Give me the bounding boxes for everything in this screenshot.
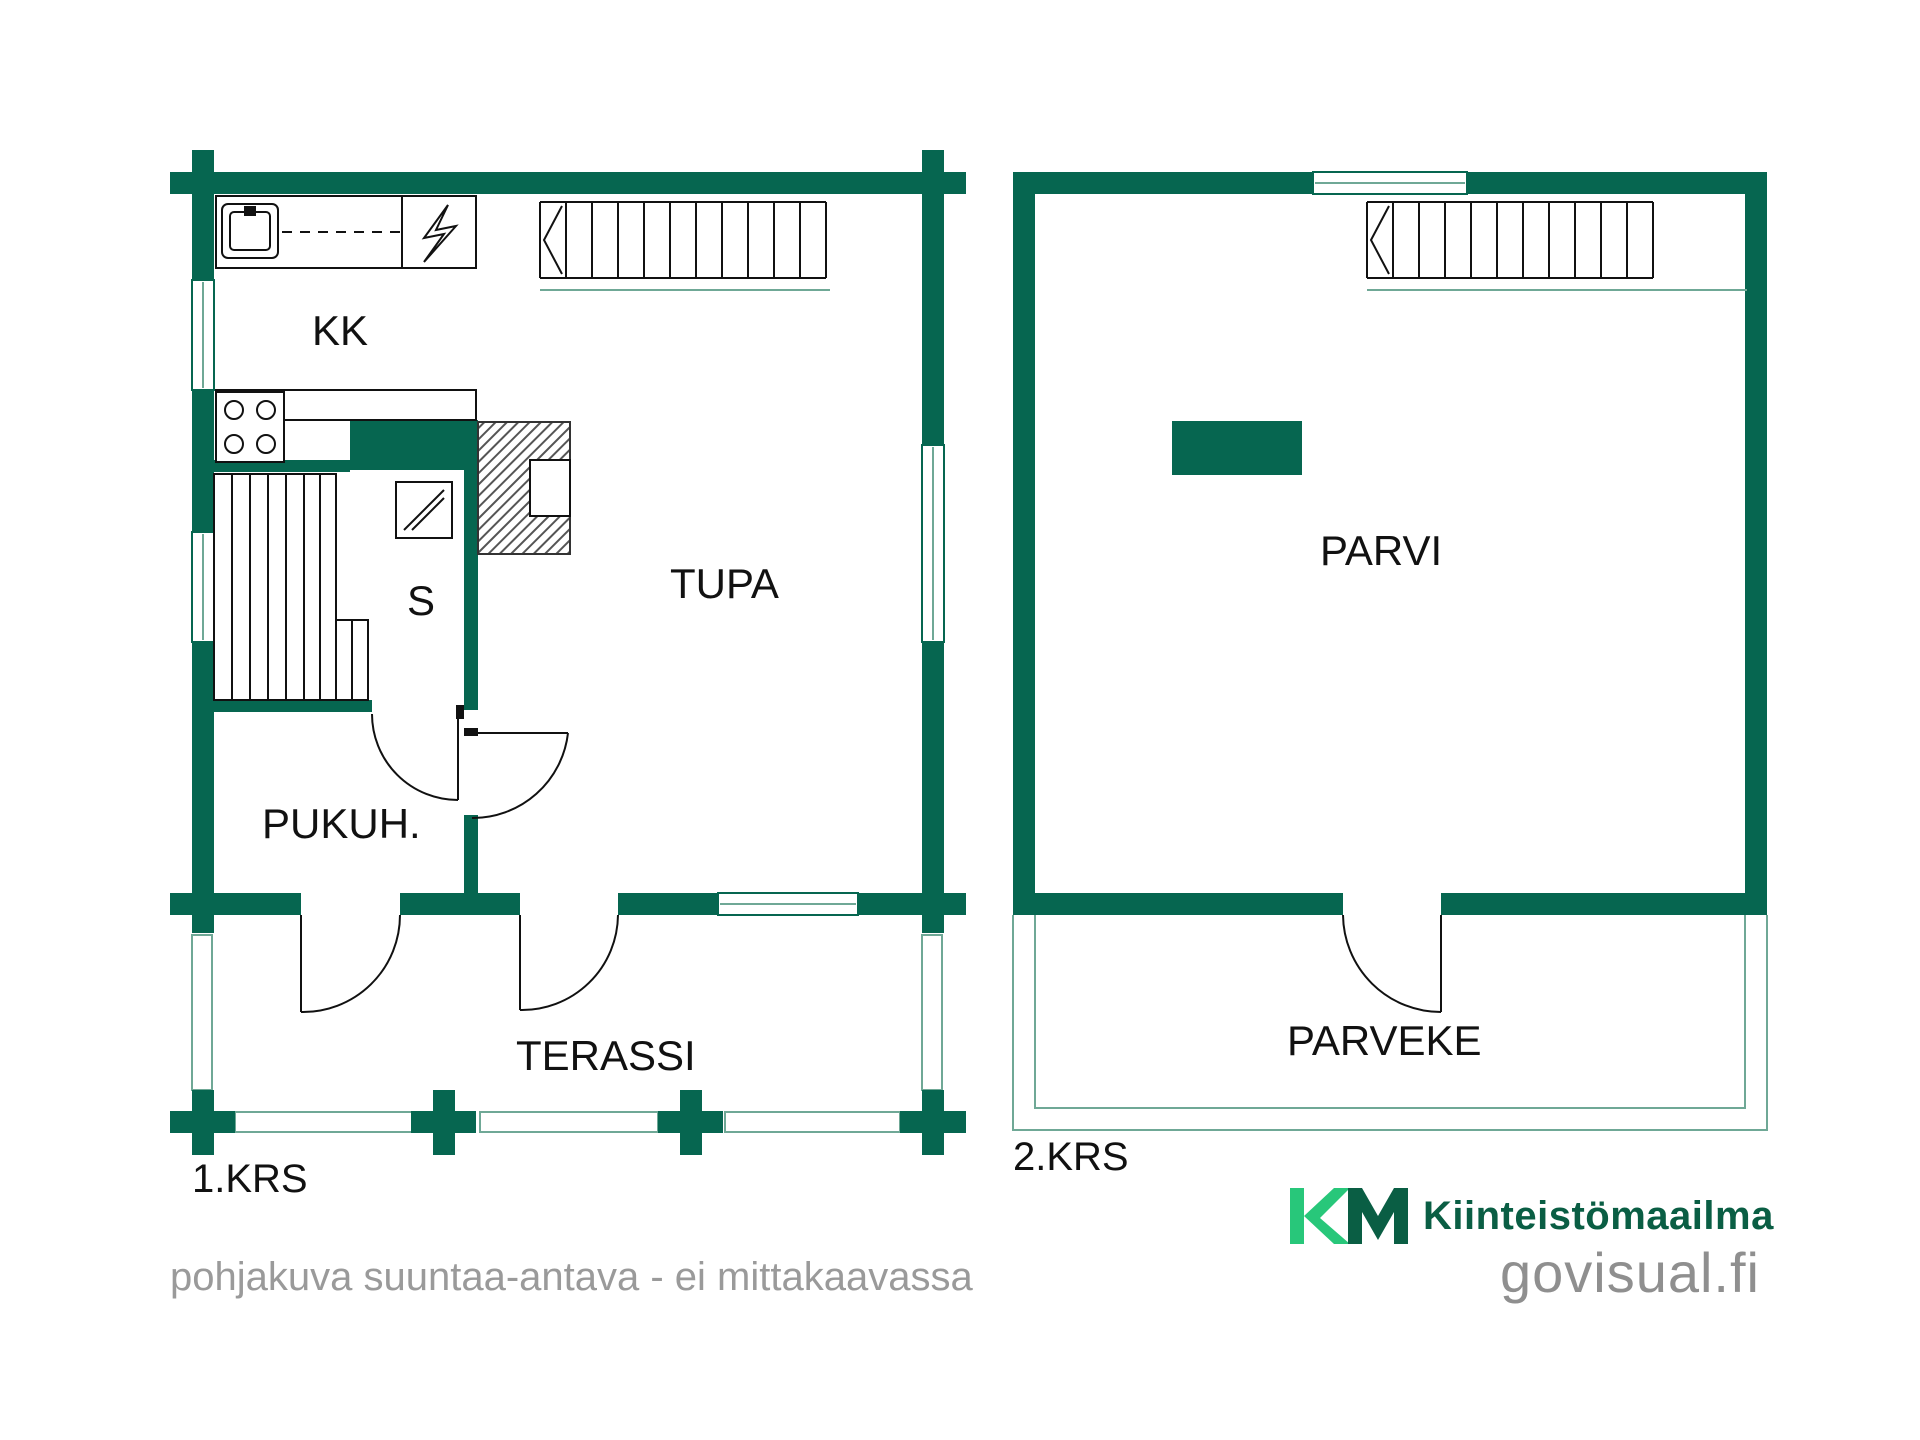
room-label-terassi: TERASSI [516, 1032, 696, 1079]
terrace-railing [191, 934, 943, 1133]
room-label-tupa: TUPA [670, 560, 779, 607]
balcony-railing [1012, 915, 1768, 1131]
corner-post [922, 893, 944, 933]
wall-top [1467, 172, 1767, 194]
disclaimer-text: pohjakuva suuntaa-antava - ei mittakaava… [170, 1255, 973, 1299]
door-sauna[interactable] [371, 705, 464, 801]
door-pukuh[interactable] [300, 914, 401, 1014]
wall-interior [464, 815, 478, 893]
corner-post [922, 150, 944, 195]
sink-icon [221, 203, 279, 259]
room-label-s: S [407, 577, 435, 624]
provider-link[interactable]: govisual.fi [1499, 1241, 1760, 1304]
corner-post [192, 893, 214, 933]
room-label-parvi: PARVI [1320, 527, 1442, 574]
door-parveke[interactable] [1342, 914, 1442, 1013]
wall-top [170, 172, 966, 194]
wall-interior [350, 420, 478, 470]
terrace-post [170, 1090, 966, 1155]
stairs-icon [1366, 201, 1747, 291]
brand-logo: Kiinteistömaailma [1290, 1182, 1774, 1250]
wall-bottom-d [858, 893, 966, 915]
door-tupa[interactable] [464, 728, 569, 820]
sauna-heater [395, 481, 453, 539]
floor-label-second: 2.KRS [1013, 1135, 1129, 1179]
wall-bottom-a [170, 893, 301, 915]
electric-panel-icon [421, 204, 459, 263]
stove-icon [215, 391, 285, 463]
stairs-icon [539, 201, 830, 291]
room-label-parveke: PARVEKE [1287, 1017, 1482, 1064]
brand-name: Kiinteistömaailma [1423, 1193, 1774, 1238]
wall-bottom-c [618, 893, 718, 915]
corner-post [192, 150, 214, 195]
wall-bottom [1441, 893, 1767, 915]
chimney [1172, 421, 1302, 475]
floor-label-first: 1.KRS [192, 1157, 308, 1201]
wall-left [1013, 194, 1035, 914]
first-floor: KK TUPA S PUKUH. TERASSI 1.KRS [170, 150, 966, 1201]
wall-interior [464, 470, 478, 710]
wall-right [1745, 194, 1767, 914]
fireplace [477, 421, 571, 555]
wall-bottom [1013, 893, 1343, 915]
wall-interior [214, 700, 372, 712]
room-label-kk: KK [312, 307, 368, 354]
sauna-bench [213, 473, 369, 701]
door-tupa-terassi[interactable] [519, 914, 619, 1012]
second-floor: PARVI PARVEKE 2.KRS [1012, 171, 1768, 1179]
wall-bottom-b [400, 893, 520, 915]
wall-top [1013, 172, 1313, 194]
room-label-pukuh: PUKUH. [262, 800, 421, 847]
km-logo-icon [1290, 1188, 1408, 1244]
